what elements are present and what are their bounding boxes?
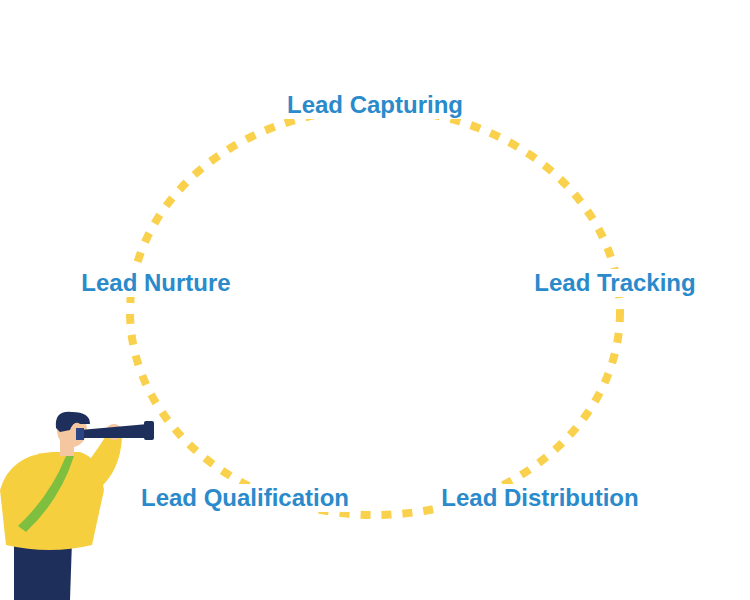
stage-label: Lead Capturing: [281, 91, 469, 119]
stage-label: Lead Nurture: [75, 269, 236, 297]
dashed-cycle: [130, 109, 620, 515]
man-with-telescope: [0, 412, 154, 600]
stage-label: Lead Qualification: [135, 484, 355, 512]
stage-label: Lead Tracking: [528, 269, 701, 297]
stage-label: Lead Distribution: [435, 484, 644, 512]
